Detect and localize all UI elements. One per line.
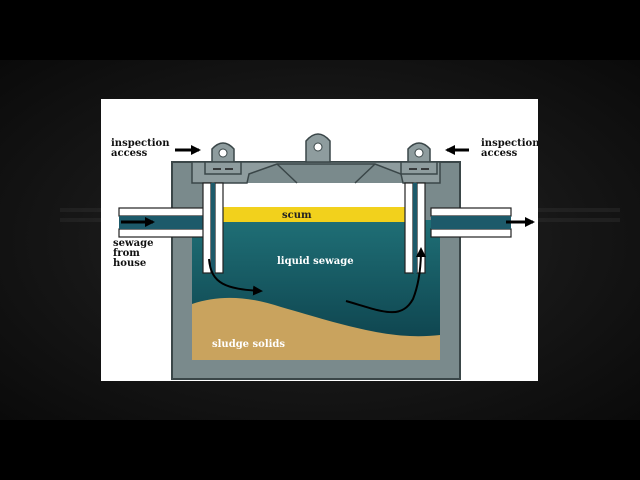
label-sewage-from-house-3: house — [113, 258, 146, 269]
label-inspection-access-left-1: inspection — [111, 138, 170, 149]
flow-arrow-down-right — [208, 258, 263, 296]
label-inspection-access-left-2: access — [111, 148, 148, 159]
inspection-cap-center — [305, 133, 331, 163]
label-sewage-from-house-1: sewage — [113, 238, 153, 249]
inspection-cap-left — [204, 142, 242, 175]
label-scum: scum — [282, 210, 312, 221]
inspection-cap-right — [400, 142, 438, 175]
label-inspection-access-right-2: access — [481, 148, 518, 159]
septic-tank-diagram: inspection access inspection access sewa… — [111, 133, 538, 380]
sludge-solids-region — [192, 297, 440, 360]
outlet-pipe — [404, 182, 512, 274]
scum-layer — [220, 207, 406, 222]
septic-tank-diagram-panel: inspection access inspection access sewa… — [101, 99, 538, 381]
inlet-pipe — [118, 182, 224, 274]
flow-arrow-up — [345, 247, 426, 314]
label-sludge-solids: sludge solids — [212, 339, 285, 350]
label-liquid-sewage: liquid sewage — [277, 256, 354, 267]
air-space — [220, 183, 406, 207]
label-sewage-from-house-2: from — [113, 248, 140, 259]
label-inspection-access-right-1: inspection — [481, 138, 538, 149]
ghost-pipe-right — [520, 208, 620, 222]
